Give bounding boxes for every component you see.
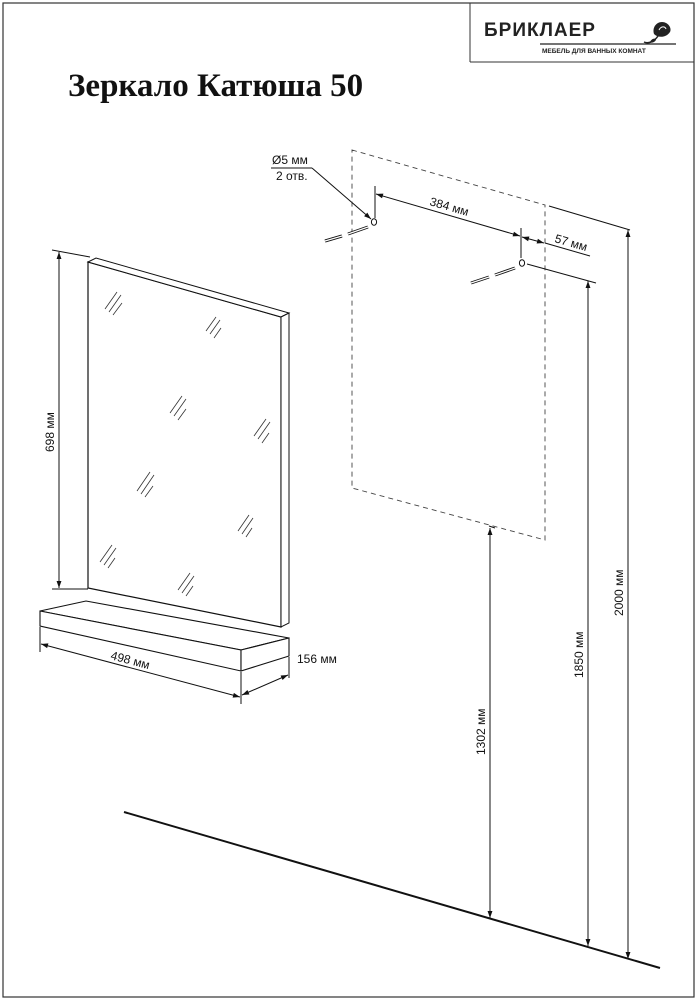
dim-hole-offset: 57 мм — [521, 231, 591, 257]
mirror — [39, 257, 291, 672]
floor-line — [123, 811, 661, 969]
glass-reflection-marks — [99, 291, 271, 597]
label-mirror-height: 698 мм — [43, 412, 57, 452]
screw-dowel-1 — [324, 225, 369, 243]
dim-height-holes: 1850 мм — [572, 281, 591, 946]
dim-height-bottom: 1302 мм — [474, 528, 493, 918]
ext-holes — [526, 263, 597, 284]
brand-logo: БРИКЛАЕР МЕБЕЛЬ ДЛЯ ВАННЫХ КОМНАТ — [469, 3, 694, 63]
label-height-holes: 1850 мм — [572, 631, 586, 678]
ext-top — [548, 205, 631, 231]
label-height-top: 2000 мм — [612, 569, 626, 616]
rose-icon — [643, 22, 671, 44]
mirror-wall-outline — [351, 149, 546, 541]
page-title: Зеркало Катюша 50 — [68, 68, 363, 104]
label-shelf-depth: 156 мм — [297, 652, 337, 666]
label-shelf-width: 498 мм — [109, 648, 151, 672]
brand-tagline: МЕБЕЛЬ ДЛЯ ВАННЫХ КОМНАТ — [542, 48, 646, 55]
callout-hole-diameter: Ø5 мм 2 отв. — [271, 153, 372, 220]
shelf-side — [240, 637, 290, 672]
mounting-hole-1 — [370, 218, 378, 226]
brand-name: БРИКЛАЕР — [484, 20, 596, 41]
dim-shelf-depth: 156 мм — [241, 652, 337, 696]
label-height-bottom: 1302 мм — [474, 708, 488, 755]
dim-hole-spacing: 384 мм — [374, 186, 522, 258]
dim-height-top: 2000 мм — [612, 230, 631, 959]
label-hole-diameter: Ø5 мм — [272, 153, 308, 167]
screw-dowel-2 — [470, 266, 516, 285]
mounting-hole-2 — [518, 259, 526, 267]
dim-mirror-height: 698 мм — [43, 249, 91, 590]
ext-bottom — [488, 525, 496, 529]
label-hole-count: 2 отв. — [276, 169, 308, 183]
